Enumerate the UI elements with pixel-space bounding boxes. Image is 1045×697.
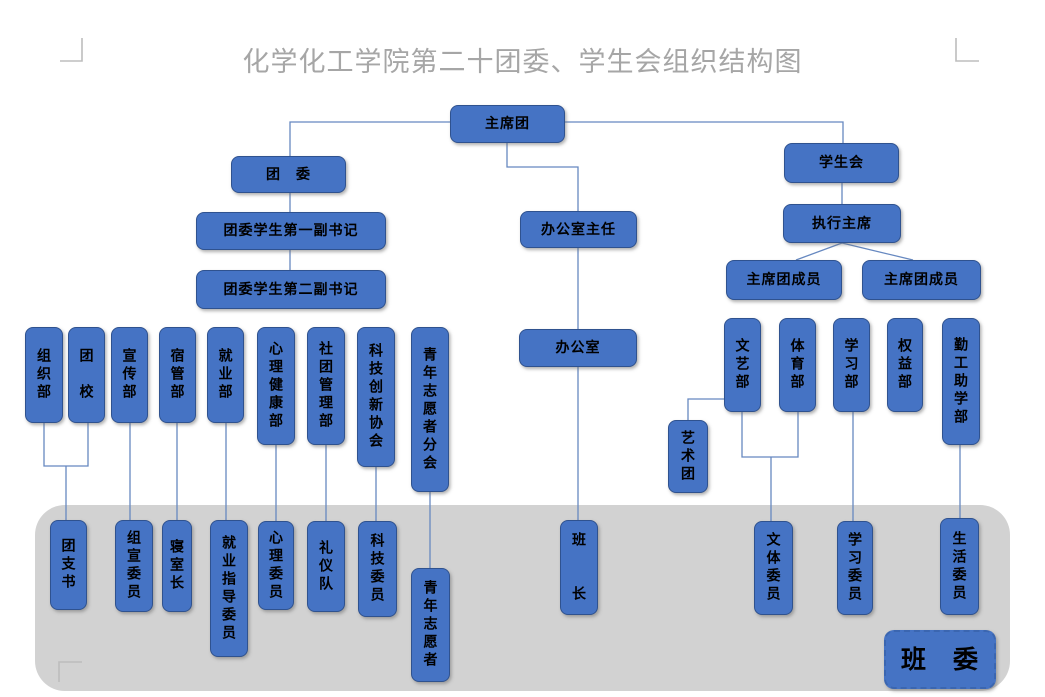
node-study-member: 学习委员 — [837, 521, 873, 615]
page-corner-mark — [955, 38, 979, 62]
node-label: 组宣委员 — [126, 530, 142, 602]
node-second-deputy-secretary: 团委学生第二副书记 — [196, 270, 386, 309]
node-label: 团 校 — [78, 348, 95, 402]
node-label: 体育部 — [789, 338, 806, 392]
node-youth-volunteer-branch: 青年志愿者分会 — [411, 327, 449, 492]
node-office: 办公室 — [519, 329, 637, 367]
node-executive-chair: 执行主席 — [783, 204, 901, 243]
node-rights-dept: 权益部 — [887, 318, 923, 412]
node-label: 文艺部 — [734, 338, 751, 392]
node-class-monitor: 班 长 — [560, 520, 598, 615]
node-organization-dept: 组织部 — [25, 327, 63, 423]
node-label: 办公室主任 — [541, 220, 616, 237]
node-label: 学习委员 — [847, 532, 863, 604]
node-label: 团委学生第二副书记 — [223, 280, 359, 297]
node-mental-health-member: 心理委员 — [258, 521, 294, 610]
node-label: 心理健康部 — [268, 341, 284, 431]
node-sports-dept: 体育部 — [779, 318, 816, 412]
connector-line — [565, 121, 844, 143]
connector-line — [43, 423, 89, 467]
node-literature-art-dept: 文艺部 — [724, 318, 761, 412]
connector-line — [506, 143, 579, 211]
node-presidium-member-2: 主席团成员 — [862, 260, 981, 300]
node-etiquette-team: 礼仪队 — [307, 521, 345, 612]
node-label: 就业部 — [217, 348, 234, 402]
node-life-member: 生活委员 — [940, 518, 979, 615]
node-label: 礼仪队 — [318, 539, 334, 594]
node-sci-tech-innovation-assoc: 科技创新协会 — [357, 327, 395, 467]
node-label: 寝室长 — [169, 539, 185, 593]
node-label: 执行主席 — [812, 214, 872, 231]
node-label: 团 委 — [266, 165, 311, 182]
node-publicity-dept: 宣传部 — [111, 327, 148, 423]
node-label: 主席团成员 — [746, 271, 822, 288]
node-label: 青年志愿者 — [422, 580, 439, 670]
node-label: 社团管理部 — [318, 341, 334, 431]
node-culture-sports-member: 文体委员 — [754, 521, 793, 615]
connector-line — [289, 121, 450, 156]
node-org-publicity-member: 组宣委员 — [115, 520, 153, 612]
node-dorm-mgmt-dept: 宿管部 — [159, 327, 196, 423]
node-employment-dept: 就业部 — [207, 327, 244, 423]
node-label: 团委学生第一副书记 — [223, 222, 359, 239]
node-label: 办公室 — [555, 339, 601, 356]
node-label: 宣传部 — [121, 348, 138, 402]
node-art-troupe: 艺术团 — [668, 420, 708, 493]
connector-line — [741, 412, 799, 458]
node-study-dept: 学习部 — [833, 318, 870, 412]
connector-line — [841, 242, 914, 261]
node-presidium-member-1: 主席团成员 — [726, 260, 842, 300]
node-label: 艺术团 — [680, 429, 696, 484]
node-sci-tech-member: 科技委员 — [358, 521, 397, 617]
connector-line — [795, 242, 843, 261]
node-label: 生活委员 — [951, 530, 968, 603]
node-label: 权益部 — [897, 338, 913, 392]
node-league-branch-secretary: 团支书 — [50, 520, 87, 610]
node-dorm-leader: 寝室长 — [162, 520, 192, 612]
node-label: 文体委员 — [765, 532, 782, 604]
node-label: 团支书 — [60, 538, 77, 592]
node-label: 班 委 — [900, 644, 979, 674]
node-label: 学生会 — [819, 154, 864, 171]
node-employment-guidance-member: 就业指导委员 — [210, 520, 248, 657]
node-student-union: 学生会 — [784, 143, 899, 183]
chart-title: 化学化工学院第二十团委、学生会组织结构图 — [242, 47, 803, 78]
node-club-mgmt-dept: 社团管理部 — [307, 327, 345, 445]
node-label: 青年志愿者分会 — [422, 346, 438, 473]
node-league-school: 团 校 — [68, 327, 105, 423]
node-label: 心理委员 — [268, 529, 284, 602]
node-league-committee: 团 委 — [231, 156, 346, 193]
node-class-committee: 班 委 — [884, 630, 996, 689]
node-label: 学习部 — [843, 338, 860, 392]
node-label: 科技委员 — [369, 533, 386, 605]
page-corner-mark — [60, 38, 83, 62]
node-youth-volunteer: 青年志愿者 — [411, 568, 450, 682]
node-label: 勤工助学部 — [953, 336, 969, 427]
node-work-study-dept: 勤工助学部 — [942, 318, 980, 445]
node-label: 就业指导委员 — [221, 534, 237, 643]
node-mental-health-dept: 心理健康部 — [257, 327, 295, 445]
node-presidium: 主席团 — [450, 105, 565, 143]
node-label: 科技创新协会 — [368, 343, 384, 451]
node-label: 宿管部 — [169, 348, 186, 402]
node-first-deputy-secretary: 团委学生第一副书记 — [196, 212, 386, 250]
node-label: 主席团成员 — [884, 271, 959, 288]
node-label: 班 长 — [571, 531, 587, 604]
connector-line — [687, 398, 724, 420]
node-label: 主席团 — [485, 115, 530, 132]
node-office-director: 办公室主任 — [520, 211, 637, 248]
page-corner-mark — [58, 661, 82, 682]
node-label: 组织部 — [36, 348, 52, 402]
